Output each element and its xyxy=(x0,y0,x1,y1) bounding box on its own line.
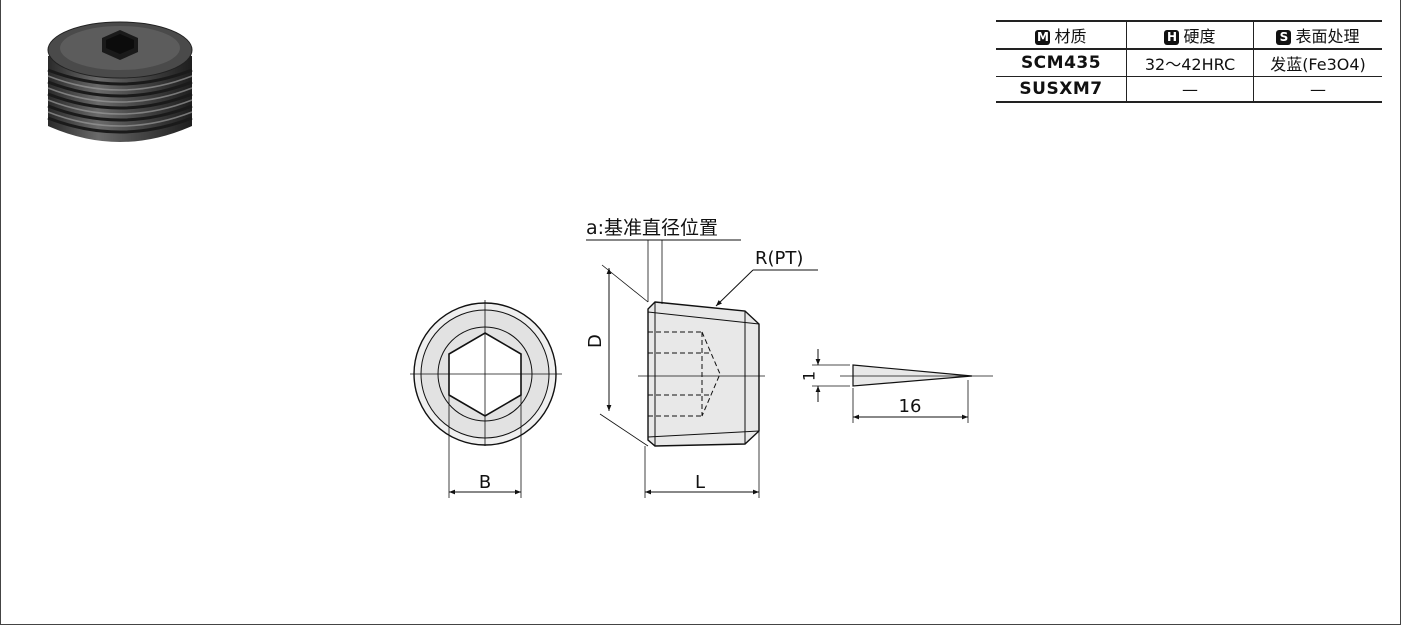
dim-L-label: L xyxy=(695,472,705,493)
surface-cell: 发蓝(Fe3O4) xyxy=(1253,49,1382,77)
header-label: 硬度 xyxy=(1183,27,1216,46)
table-row: SCM435 32～42HRC 发蓝(Fe3O4) xyxy=(996,49,1382,77)
dim-1-label: 1 xyxy=(800,371,819,381)
thread-label: R(PT) xyxy=(755,248,803,269)
table-row: SUSXM7 — — xyxy=(996,76,1382,103)
side-view xyxy=(586,239,818,498)
header-label: 材质 xyxy=(1054,27,1087,46)
hardness-cell: — xyxy=(1126,76,1254,103)
material-cell: SCM435 xyxy=(996,49,1127,77)
dim-16-label: 16 xyxy=(899,396,922,417)
hardness-badge-icon: H xyxy=(1164,30,1180,45)
hardness-cell: 32～42HRC xyxy=(1126,49,1254,77)
material-cell: SUSXM7 xyxy=(996,76,1127,103)
taper-wedge xyxy=(812,349,993,423)
product-photo xyxy=(47,21,193,142)
dim-B-label: B xyxy=(479,472,491,493)
header-label: 表面处理 xyxy=(1295,27,1360,46)
datum-label: a:基准直径位置 xyxy=(586,217,718,239)
surface-cell: — xyxy=(1253,76,1382,103)
end-view xyxy=(410,300,562,498)
material-badge-icon: M xyxy=(1035,30,1051,45)
dim-D-label: D xyxy=(585,334,606,348)
surface-badge-icon: S xyxy=(1276,30,1292,45)
